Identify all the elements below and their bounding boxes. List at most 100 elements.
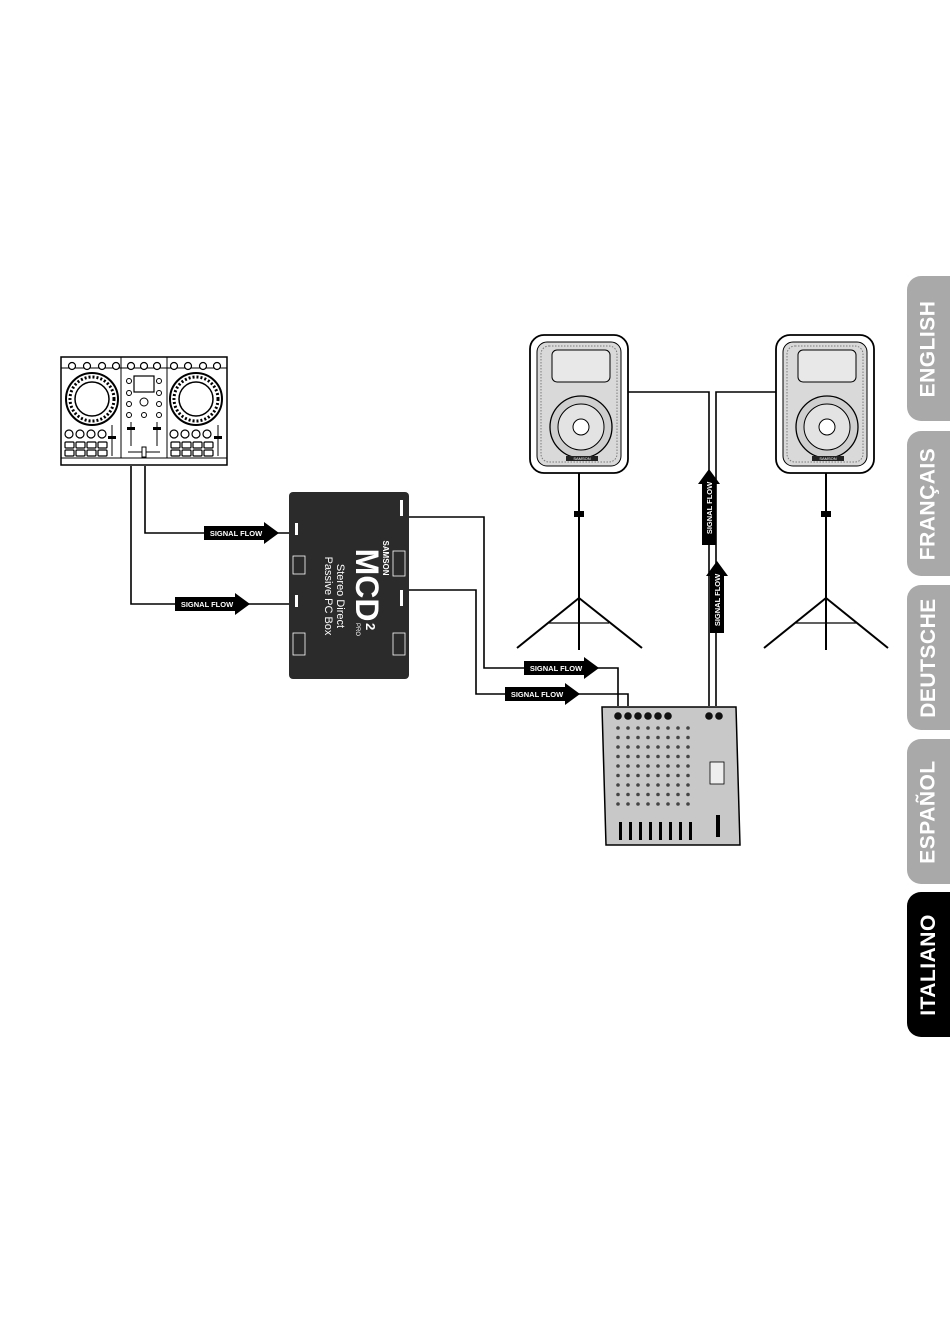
signal-flow-arrow-4: SIGNAL FLOW <box>505 683 580 705</box>
mixer-knob <box>636 802 640 806</box>
mixer-knob <box>666 726 670 730</box>
mixer-knob <box>676 764 680 768</box>
mixer-knob <box>656 774 660 778</box>
di-box: MCD 2 PRO Stereo Direct Passive PC Box S… <box>289 492 409 679</box>
mixer-knob <box>686 774 690 778</box>
mixer-knob <box>676 783 680 787</box>
mixer-knob <box>636 745 640 749</box>
mixer-knob <box>636 736 640 740</box>
mixer-knob <box>676 755 680 759</box>
mixer-knob <box>636 774 640 778</box>
tab-espanol[interactable]: ESPAÑOL <box>907 739 950 884</box>
mixer-knob <box>676 774 680 778</box>
mixer-knob <box>656 783 660 787</box>
mixer-knob <box>686 802 690 806</box>
signal-flow-arrow-2: SIGNAL FLOW <box>175 593 250 615</box>
dj-controller <box>61 357 227 465</box>
mixer-knob <box>686 736 690 740</box>
mixer-knob <box>686 755 690 759</box>
mixer-knob <box>636 726 640 730</box>
mixer-knob <box>626 736 630 740</box>
mixer-knob <box>686 793 690 797</box>
mixer-knob <box>676 745 680 749</box>
di-box-model-suffix: PRO <box>354 623 360 636</box>
di-box-brand: SAMSON <box>381 540 390 575</box>
mixer-knob <box>666 745 670 749</box>
mixer-knob <box>666 764 670 768</box>
mixer-knob <box>646 736 650 740</box>
mixer-knob <box>626 755 630 759</box>
mixer-knob <box>616 774 620 778</box>
mixer-knob <box>626 793 630 797</box>
mixer-knob <box>656 802 660 806</box>
tab-deutsche-label: DEUTSCHE <box>917 598 941 718</box>
mixer-knob <box>676 736 680 740</box>
signal-flow-label-6: SIGNAL FLOW <box>713 573 722 626</box>
left-speaker-brand: SAMSON <box>573 456 590 461</box>
mixer-knob <box>616 736 620 740</box>
mixer-knob <box>666 793 670 797</box>
mixer-knob <box>616 755 620 759</box>
right-speaker: SAMSON <box>764 335 888 650</box>
mixer-knob <box>656 736 660 740</box>
mixer-knob <box>686 764 690 768</box>
mixer-knob <box>626 783 630 787</box>
signal-flow-label-3: SIGNAL FLOW <box>530 664 583 673</box>
mixer-knob <box>646 802 650 806</box>
mixer-knob <box>626 745 630 749</box>
di-box-line2: Passive PC Box <box>322 557 334 636</box>
mixer-knob <box>686 726 690 730</box>
mixer-knob <box>656 726 660 730</box>
mixer-knob <box>626 764 630 768</box>
tab-francais[interactable]: FRANÇAIS <box>907 431 950 576</box>
tab-english[interactable]: ENGLISH <box>907 276 950 421</box>
mixer-knob <box>676 726 680 730</box>
mixer-knob <box>666 755 670 759</box>
mixer-knob <box>646 755 650 759</box>
tab-espanol-label: ESPAÑOL <box>917 760 941 863</box>
right-jog-wheel <box>170 373 222 425</box>
mixer-knob <box>646 745 650 749</box>
di-box-line1: Stereo Direct <box>334 564 346 628</box>
mixer-knob <box>616 802 620 806</box>
mixer-knob <box>616 745 620 749</box>
mixer-knob <box>686 783 690 787</box>
left-speaker: SAMSON <box>517 335 642 650</box>
mixer-knob <box>686 745 690 749</box>
signal-flow-label-1: SIGNAL FLOW <box>210 529 263 538</box>
mixer-knob <box>646 774 650 778</box>
tab-italiano-label: ITALIANO <box>917 914 941 1016</box>
mixer-knob <box>636 783 640 787</box>
mixer-knob <box>656 764 660 768</box>
mixer-knob <box>626 802 630 806</box>
tab-francais-label: FRANÇAIS <box>917 447 941 560</box>
signal-flow-label-2: SIGNAL FLOW <box>181 600 234 609</box>
left-jog-wheel <box>66 373 118 425</box>
signal-flow-label-4: SIGNAL FLOW <box>511 690 564 699</box>
mixer-knob <box>646 793 650 797</box>
di-box-model-number: 2 <box>363 623 378 630</box>
di-box-model: MCD <box>349 549 385 622</box>
cables <box>131 392 783 706</box>
signal-flow-label-5: SIGNAL FLOW <box>705 481 714 534</box>
tab-italiano[interactable]: ITALIANO <box>907 892 950 1037</box>
mixer-knob <box>616 793 620 797</box>
tab-english-label: ENGLISH <box>917 300 941 397</box>
mixer-knob <box>646 764 650 768</box>
mixer-knob <box>646 726 650 730</box>
mixer-knob <box>646 783 650 787</box>
mixer-knob <box>656 745 660 749</box>
mixer-knob <box>616 783 620 787</box>
mixer-knob <box>676 793 680 797</box>
mixer-knob <box>666 802 670 806</box>
mixer-knob <box>616 726 620 730</box>
mixer-knob <box>616 764 620 768</box>
mixer-knob <box>636 793 640 797</box>
signal-flow-arrow-3: SIGNAL FLOW <box>524 657 599 679</box>
tab-deutsche[interactable]: DEUTSCHE <box>907 585 950 730</box>
mixer <box>602 707 740 845</box>
mixer-knob <box>666 783 670 787</box>
signal-flow-arrow-1: SIGNAL FLOW <box>204 522 279 544</box>
mixer-knob <box>666 736 670 740</box>
